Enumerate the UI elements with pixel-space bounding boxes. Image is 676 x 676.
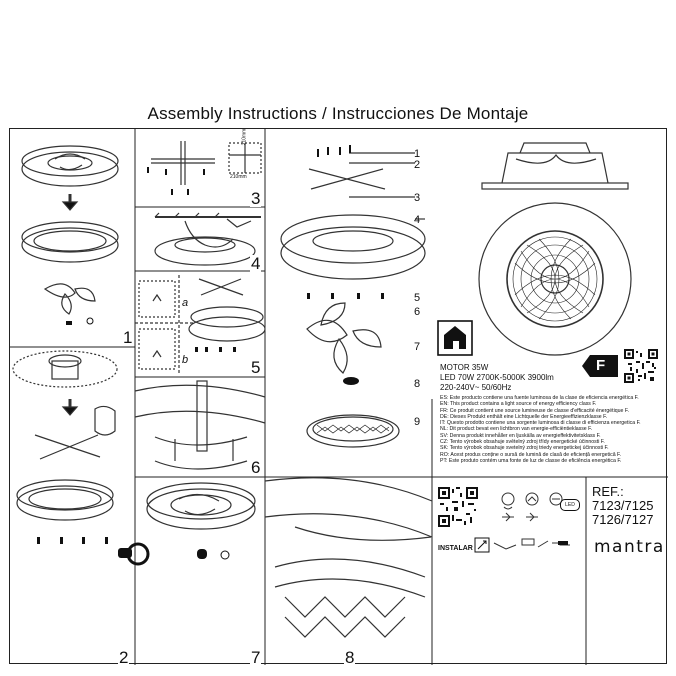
energy-line-cz: CZ: Tento výrobek obsahuje světelný zdro… (440, 439, 605, 446)
energy-line-sv: SV: Denna produkt innehåller en ljuskäll… (440, 432, 601, 439)
install-tool-icon (474, 537, 490, 553)
exploded-parts-illustration (280, 145, 426, 448)
diffuser-fit-illustration (264, 477, 433, 638)
product-bottom-view (478, 202, 632, 356)
dimension-label: 210mm (230, 174, 247, 180)
spec-voltage: 220-240V~ 50/60Hz (440, 383, 512, 392)
energy-line-ro: RO: Acest produs conține o sursă de lumi… (440, 451, 622, 458)
reference-codes-line-1: 7123/7125 (592, 498, 654, 513)
energy-line-fr: FR: Ce produit contient une source lumin… (440, 407, 629, 414)
led-badge-icon: LED (560, 499, 580, 511)
canopy-fix-illustration (134, 380, 266, 470)
part-callout-9: 9 (414, 416, 421, 428)
reference-label: REF.: (592, 484, 624, 499)
blade-mount-illustration (135, 275, 266, 373)
energy-line-es: ES: Este producto contiene una fuente lu… (440, 395, 639, 401)
part-callout-4: 4 (414, 214, 421, 226)
indoor-use-icon (437, 320, 473, 356)
install-label: INSTALAR (438, 545, 473, 552)
part-callout-5: 5 (414, 292, 421, 304)
part-callout-7: 7 (414, 341, 421, 353)
step-number-3: 3 (250, 189, 262, 208)
fan-unit-illustration (21, 145, 119, 325)
page-title: Assembly Instructions / Instrucciones De… (147, 104, 529, 123)
step-number-7: 7 (250, 648, 262, 667)
spec-motor: MOTOR 35W (440, 363, 489, 372)
qr-code-icon (624, 349, 658, 383)
substep-label-a: a (182, 297, 189, 309)
part-callout-6: 6 (414, 306, 421, 318)
product-side-view (481, 142, 629, 190)
part-callout-1: 1 (414, 148, 421, 160)
mounting-plate-illustration (12, 350, 150, 566)
energy-line-sk: SK: Tento výrobok obsahuje svetelný zdro… (440, 445, 609, 452)
energy-class-letter: F (596, 357, 606, 374)
step-number-1: 1 (122, 328, 134, 347)
part-callout-3: 3 (414, 192, 421, 204)
energy-line-en: EN: This product contains a light source… (440, 401, 597, 408)
brand-logo: mantra (594, 537, 665, 557)
substep-label-b: b (182, 354, 189, 366)
step-number-4: 4 (250, 254, 262, 273)
step-number-8: 8 (344, 648, 356, 667)
dimension-label: 210mm (241, 128, 248, 146)
step-number-5: 5 (250, 358, 262, 377)
step-number-6: 6 (250, 458, 262, 477)
energy-line-it: IT: Questo prodotto contiene una sorgent… (440, 420, 641, 427)
bracket-illustration (147, 141, 262, 195)
energy-line-pt: PT: Este produto contém uma fonte de luz… (440, 457, 622, 464)
blade-fit-illustration (146, 482, 256, 560)
energy-line-de: DE: Dieses Produkt enthält eine Lichtque… (440, 413, 608, 420)
install-qr-code-icon (438, 487, 478, 527)
instruction-sheet: 1 (9, 128, 668, 667)
reference-codes-line-2: 7126/7127 (592, 512, 654, 527)
energy-line-nl: NL: Dit product bevat een lichtbron van … (440, 426, 593, 433)
wiring-accessory-icons (493, 538, 570, 550)
spec-led: LED 70W 2700K-5000K 3900lm (440, 373, 554, 382)
part-callout-8: 8 (414, 378, 421, 390)
step-number-2: 2 (118, 648, 130, 667)
energy-class-badge: F (582, 355, 618, 377)
part-callout-2: 2 (414, 159, 421, 171)
wiring-illustration (154, 212, 261, 266)
energy-statements: ES: Este producto contiene una fuente lu… (440, 395, 641, 464)
